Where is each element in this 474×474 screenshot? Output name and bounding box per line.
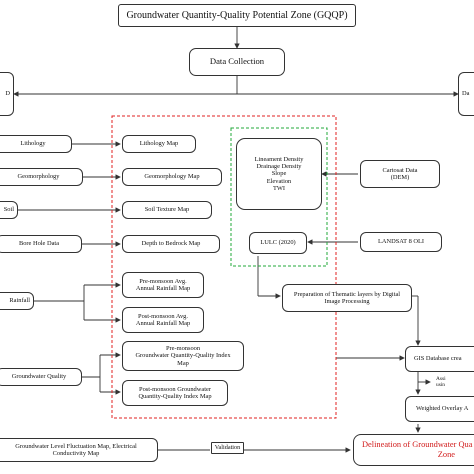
green-dashed-group [230,127,328,267]
pre-gqqi-line-2: Groundwater Quantity-Quality Index [135,352,231,360]
gis-database-box: GIS Database crea [405,346,474,372]
fluctuation-input-text: Groundwater Level Fluctuation Map, Elect… [15,442,137,457]
pre-monsoon-gqqi-map: Pre-monsoon Groundwater Quantity-Quality… [122,341,244,371]
assign-line-1: Assi [436,375,446,382]
post-rain-line-2: Annual Rainfall Map [135,320,191,327]
groundwater-quality-input: Groundwater Quality [0,368,82,386]
data-collection-box: Data Collection [189,48,285,76]
pre-rain-line-1: Pre-monsoon Avg. [139,277,187,285]
borehole-input: Bore Hole Data [0,235,82,253]
thematic-line-2: Image Processing [324,298,370,305]
title-text: Groundwater Quantity-Quality Potential Z… [126,9,348,21]
delineation-line-1: Delineation of Groundwater Qua [362,440,473,450]
cartosat-line-2: (DEM) [390,174,410,181]
geomorphology-map: Geomorphology Map [122,168,222,186]
post-rain-line-1: Post-monsoon Avg. [138,312,188,320]
soil-input: Soil [0,201,18,219]
fluctuation-input: Groundwater Level Fluctuation Map, Elect… [0,438,158,462]
lulc-box: LULC (2020) [249,232,307,254]
cartosat-line-1: Cartosat Data [382,166,418,174]
pre-gqqi-line-1: Pre-monsoon [165,344,201,352]
left-data-text: D [5,90,10,98]
weighted-overlay-text: Weighted Overlay A [416,405,469,413]
lineament-density-text: Lineament Density [254,155,304,163]
soil-input-text: Soil [3,206,14,214]
landsat-text: LANDSAT 8 OLI [377,238,425,246]
elevation-text: Elevation [266,177,292,185]
weighted-overlay-box: Weighted Overlay A [405,396,474,422]
thematic-layers-box: Preparation of Thematic layers by Digita… [282,284,412,312]
soil-texture-map-text: Soil Texture Map [144,206,190,214]
geomorphology-input-text: Geomorphology [17,173,60,181]
borehole-input-text: Bore Hole Data [18,240,60,248]
lithology-input-text: Lithology [20,140,46,148]
left-data-box: D [0,72,14,116]
validation-text: Validation [214,444,241,452]
pre-gqqi-line-3: Map [177,359,189,367]
pre-monsoon-rainfall-map: Pre-monsoon Avg. Annual Rainfall Map [122,272,204,298]
red-dashed-group [111,115,337,419]
data-collection-text: Data Collection [209,56,265,67]
post-gqqi-line-2: Quantity-Quality Index Map [138,393,212,400]
right-data-text: Da [462,90,470,98]
right-data-box: Da [458,72,474,116]
geomorphology-map-text: Geomorphology Map [144,173,200,181]
soil-texture-map: Soil Texture Map [122,201,212,219]
post-monsoon-rainfall-map: Post-monsoon Avg. Annual Rainfall Map [122,307,204,333]
delineation-box: Delineation of Groundwater Qua Zone [353,434,474,466]
validation-label: Validation [211,442,244,454]
depth-bedrock-map: Depth to Bedrock Map [122,235,220,253]
lithology-input: Lithology [0,135,72,153]
delineation-line-2: Zone [437,450,455,459]
lulc-text: LULC (2020) [260,239,296,247]
thematic-line-1: Preparation of Thematic layers by Digita… [293,290,401,298]
rainfall-input: Rainfall [0,292,34,310]
slope-text: Slope [271,170,287,178]
assign-line-2: usin [436,382,445,388]
post-gqqi-line-1: Post-monsoon Groundwater [139,385,211,393]
drainage-density-text: Drainage Density [256,162,302,170]
depth-bedrock-map-text: Depth to Bedrock Map [141,240,201,248]
lithology-map-text: Lithology Map [139,140,179,148]
title-box: Groundwater Quantity-Quality Potential Z… [118,4,356,27]
assign-weights-note: Assi usin [432,372,474,392]
post-monsoon-gqqi-map: Post-monsoon Groundwater Quantity-Qualit… [122,380,228,406]
cartosat-box: Cartosat Data (DEM) [360,160,440,188]
lineament-group-box: Lineament Density Drainage Density Slope… [236,138,322,210]
groundwater-quality-input-text: Groundwater Quality [11,373,67,381]
lithology-map: Lithology Map [122,135,196,153]
gis-database-text: GIS Database crea [414,355,462,363]
pre-rain-line-2: Annual Rainfall Map [135,285,191,292]
twi-text: TWI [272,185,286,193]
geomorphology-input: Geomorphology [0,168,83,186]
landsat-box: LANDSAT 8 OLI [360,232,442,252]
rainfall-input-text: Rainfall [9,297,30,305]
